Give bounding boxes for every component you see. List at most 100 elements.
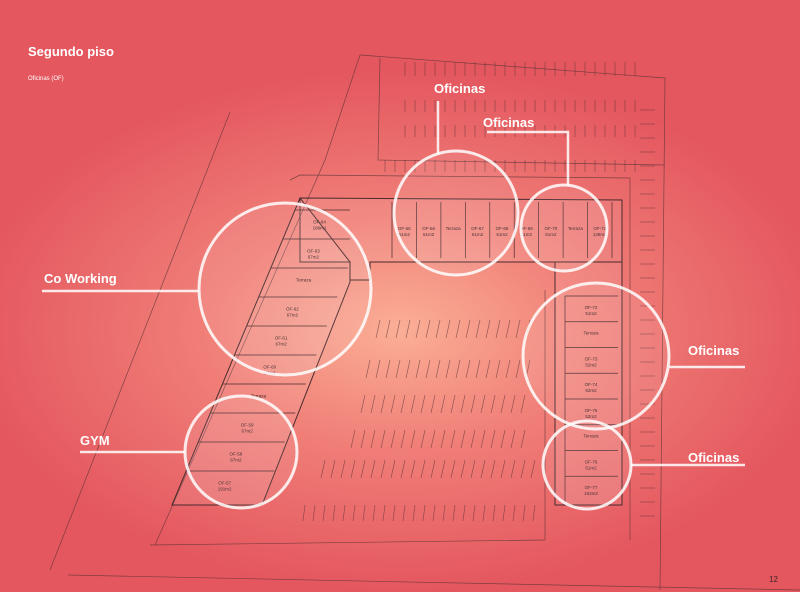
parking-stall-line <box>450 459 456 479</box>
parking-stall-line <box>380 429 386 449</box>
parking-stall-line <box>512 504 516 522</box>
parking-stall-line <box>432 504 436 522</box>
parking-stall-line <box>410 459 416 479</box>
parking-stall-line <box>385 359 391 379</box>
parking-stall-line <box>510 459 516 479</box>
parking-stall-line <box>360 394 366 414</box>
parking-stalls <box>302 62 655 522</box>
room-label: OF-64 <box>313 220 326 225</box>
room-label: OF-76 <box>585 459 598 464</box>
parking-stall-line <box>392 504 396 522</box>
parking-stall-line <box>430 394 436 414</box>
zone-label-coworking: Co Working <box>44 271 117 286</box>
room-area: 67m2 <box>242 429 254 434</box>
parking-stall-line <box>460 429 466 449</box>
parking-stall-line <box>482 504 486 522</box>
parking-stall-line <box>382 504 386 522</box>
parking-stall-line <box>472 504 476 522</box>
parking-stall-line <box>490 459 496 479</box>
parking-stall-line <box>470 394 476 414</box>
room-label: Terraza <box>583 434 599 439</box>
parking-stall-line <box>370 394 376 414</box>
zone-circle-coworking <box>197 201 373 377</box>
room-area: 191m2 <box>218 487 232 492</box>
parking-stall-line <box>420 459 426 479</box>
parking-stall-line <box>505 319 511 339</box>
left-wing <box>171 197 351 506</box>
parking-stall-line <box>490 429 496 449</box>
parking-stall-line <box>415 359 421 379</box>
room-area: 52m2 <box>585 362 597 367</box>
room-label: OF-74 <box>585 382 598 387</box>
leader-oficinas-top-b <box>487 130 570 186</box>
room-labels: OF-6561m2OF-6661m2TerrazaOF-6761m2OF-686… <box>218 220 607 497</box>
zone-label-oficinas-right: Oficinas <box>688 343 739 358</box>
room-label: OF-61 <box>275 336 288 341</box>
parking-stall-line <box>342 504 346 522</box>
parking-stall-line <box>425 319 431 339</box>
parking-stall-line <box>485 319 491 339</box>
room-area: 67m2 <box>275 342 287 347</box>
parking-stall-line <box>442 504 446 522</box>
parking-stall-line <box>480 429 486 449</box>
room-label: Terraza <box>251 394 267 399</box>
parking-stall-line <box>380 394 386 414</box>
room-label: Terraza <box>296 278 312 283</box>
parking-stall-line <box>532 504 536 522</box>
parking-stall-line <box>530 459 536 479</box>
site-outline <box>49 54 800 591</box>
room-area: 186m2 <box>313 226 327 231</box>
parking-stall-line <box>515 319 521 339</box>
parking-stall-line <box>350 429 356 449</box>
room-area: 61m2 <box>521 232 533 237</box>
parking-stall-line <box>375 359 381 379</box>
parking-stall-line <box>450 429 456 449</box>
parking-stall-line <box>412 504 416 522</box>
parking-stall-line <box>520 459 526 479</box>
room-label: OF-67 <box>471 226 484 231</box>
parking-stall-line <box>470 459 476 479</box>
parking-stall-line <box>332 504 336 522</box>
zone-label-oficinas-top-b: Oficinas <box>483 115 534 130</box>
parking-stall-line <box>440 459 446 479</box>
parking-stall-line <box>500 429 506 449</box>
parking-stall-line <box>380 459 386 479</box>
room-area: 61m2 <box>472 232 484 237</box>
parking-stall-line <box>430 429 436 449</box>
parking-stall-line <box>522 504 526 522</box>
parking-stall-line <box>500 394 506 414</box>
parking-stall-line <box>402 504 406 522</box>
zone-circles <box>183 149 671 511</box>
room-label: Terraza <box>583 331 599 336</box>
parking-stall-line <box>312 504 316 522</box>
parking-stall-line <box>440 429 446 449</box>
parking-stall-line <box>495 359 501 379</box>
room-label: OF-63 <box>307 249 320 254</box>
parking-stall-line <box>390 394 396 414</box>
parking-stall-line <box>455 319 461 339</box>
room-area: 67m2 <box>287 313 299 318</box>
parking-stall-line <box>405 359 411 379</box>
parking-stall-line <box>480 394 486 414</box>
parking-stall-line <box>390 459 396 479</box>
parking-stall-line <box>485 359 491 379</box>
parking-stall-line <box>445 319 451 339</box>
zone-label-oficinas-top-a: Oficinas <box>434 81 485 96</box>
parking-stall-line <box>370 459 376 479</box>
parking-stall-line <box>430 459 436 479</box>
partitions <box>186 202 618 502</box>
page-number: 12 <box>769 575 778 584</box>
parking-stall-line <box>400 429 406 449</box>
parking-stall-line <box>422 504 426 522</box>
parking-stall-line <box>395 359 401 379</box>
parking-stall-line <box>435 319 441 339</box>
room-area: 152m2 <box>584 491 598 496</box>
room-label: OF-73 <box>585 356 598 361</box>
parking-stall-line <box>400 459 406 479</box>
parking-stall-line <box>515 359 521 379</box>
parking-stall-line <box>465 359 471 379</box>
room-label: OF-68 <box>496 226 509 231</box>
room-area: 61m2 <box>545 232 557 237</box>
parking-stall-line <box>322 504 326 522</box>
